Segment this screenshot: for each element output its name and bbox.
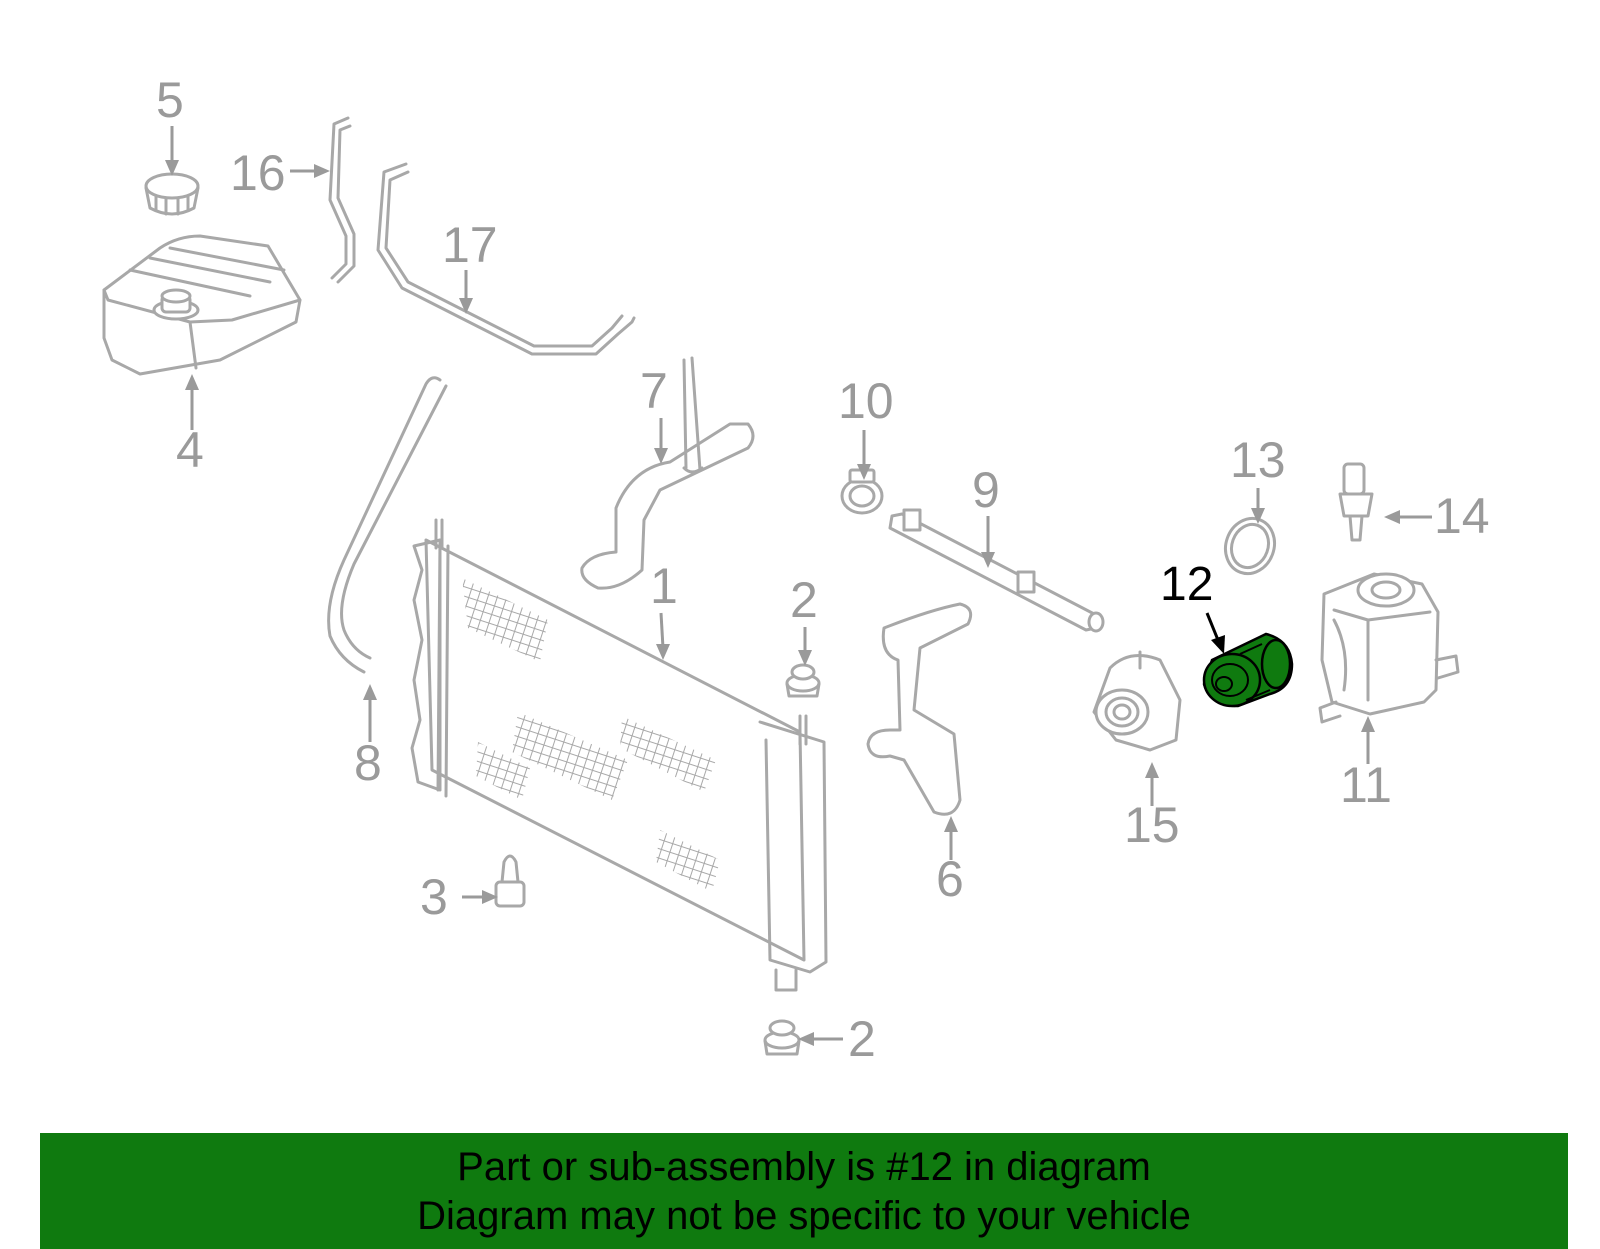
callout-6: 6 — [936, 851, 964, 907]
callout-2-lower: 2 — [848, 1011, 876, 1067]
hose-clamp-part — [840, 468, 884, 515]
callout-11: 11 — [1340, 757, 1392, 813]
o-ring-gasket-part — [1223, 516, 1277, 576]
upper-radiator-hose-part — [580, 356, 755, 590]
callout-4: 4 — [176, 422, 204, 478]
callout-13: 13 — [1230, 432, 1286, 488]
radiator-mount-upper-part — [785, 663, 821, 698]
callout-2-upper: 2 — [790, 572, 818, 628]
callout-arrows — [165, 126, 1432, 1046]
callout-12-highlighted: 12 — [1160, 558, 1213, 611]
callout-8: 8 — [354, 735, 382, 791]
callout-9: 9 — [972, 462, 1000, 518]
water-pump-part — [1092, 650, 1182, 752]
callout-7: 7 — [640, 363, 668, 419]
vent-hose-part — [328, 116, 356, 284]
callout-1: 1 — [650, 558, 678, 614]
reservoir-cap-part — [144, 172, 200, 216]
lower-radiator-hose-part — [327, 376, 448, 674]
coolant-reservoir-part — [102, 234, 302, 376]
banner-line-part-number: Part or sub-assembly is #12 in diagram — [457, 1145, 1151, 1189]
radiator-part — [410, 518, 828, 992]
thermostat-part-highlighted — [1202, 632, 1294, 708]
callout-17: 17 — [442, 217, 498, 273]
drain-valve-part — [494, 854, 526, 908]
overflow-hose-part — [376, 162, 636, 356]
info-banner: Part or sub-assembly is #12 in diagram D… — [40, 1133, 1568, 1249]
callout-10: 10 — [838, 373, 894, 429]
callout-14: 14 — [1434, 488, 1490, 544]
temperature-sensor-part — [1338, 462, 1374, 542]
radiator-mount-lower-part — [763, 1019, 801, 1056]
callout-3: 3 — [420, 869, 448, 925]
callout-16: 16 — [230, 145, 286, 201]
banner-line-disclaimer: Diagram may not be specific to your vehi… — [417, 1194, 1191, 1238]
thermostat-housing-part — [1318, 572, 1460, 724]
callout-15: 15 — [1124, 797, 1180, 853]
hose-bracket-part — [888, 508, 1105, 633]
callout-5: 5 — [156, 72, 184, 128]
heater-hose-part — [866, 602, 973, 816]
